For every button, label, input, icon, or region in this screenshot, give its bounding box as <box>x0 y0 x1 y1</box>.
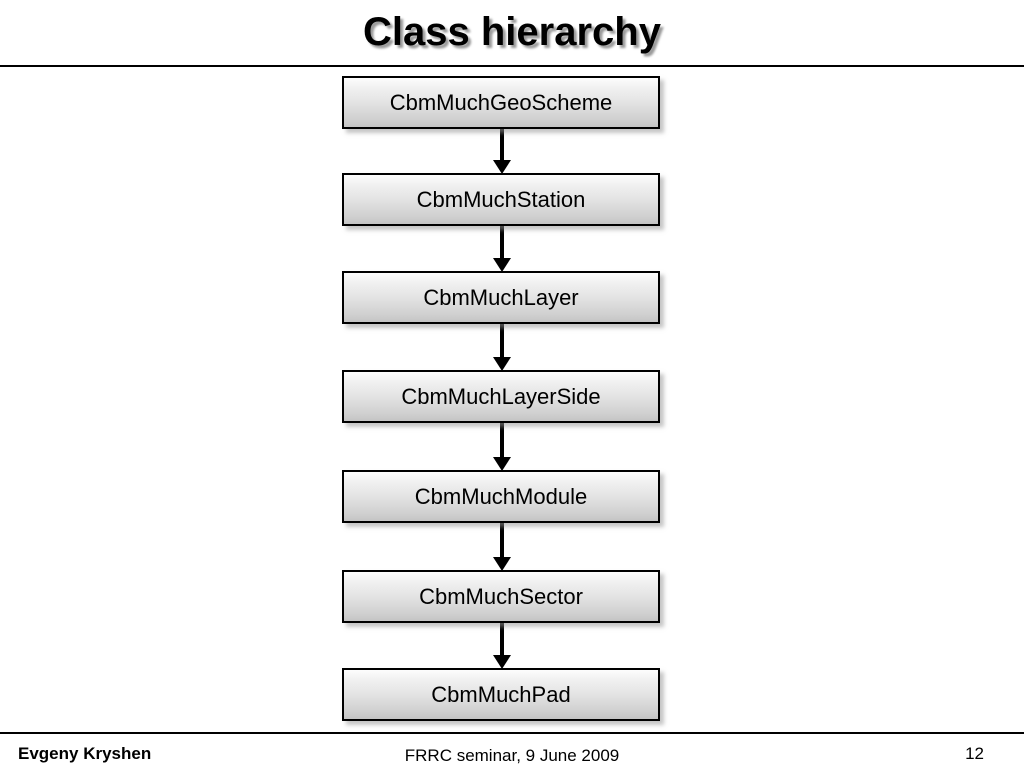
arrow-5 <box>493 523 511 571</box>
class-node-label: CbmMuchStation <box>416 186 586 212</box>
arrow-3 <box>493 324 511 371</box>
class-node[interactable]: CbmMuchSector <box>342 570 660 623</box>
class-node-label: CbmMuchLayer <box>423 284 579 310</box>
arrow-head-icon <box>493 457 511 471</box>
footer-page-number: 12 <box>965 744 984 763</box>
class-node[interactable]: CbmMuchGeoScheme <box>342 76 660 129</box>
arrow-6 <box>493 623 511 669</box>
arrow-1 <box>493 129 511 174</box>
class-node-label: CbmMuchLayerSide <box>401 383 601 409</box>
footer-author: Evgeny Kryshen <box>18 744 152 763</box>
title-divider <box>0 65 1024 67</box>
footer-divider <box>0 732 1024 734</box>
arrow-head-icon <box>493 557 511 571</box>
class-node[interactable]: CbmMuchPad <box>342 668 660 721</box>
class-node[interactable]: CbmMuchLayer <box>342 271 660 324</box>
arrow-4 <box>493 423 511 471</box>
arrow-shaft <box>500 226 504 259</box>
slide-footer: Evgeny Kryshen FRRC seminar, 9 June 2009… <box>0 740 1024 768</box>
arrow-head-icon <box>493 655 511 669</box>
class-node-label: CbmMuchSector <box>419 583 583 609</box>
arrow-head-icon <box>493 160 511 174</box>
arrow-shaft <box>500 623 504 656</box>
class-node-label: CbmMuchModule <box>414 483 588 509</box>
arrow-shaft <box>500 129 504 161</box>
arrow-2 <box>493 226 511 272</box>
class-node[interactable]: CbmMuchModule <box>342 470 660 523</box>
arrow-shaft <box>500 523 504 558</box>
page-title: Class hierarchy <box>363 10 661 54</box>
arrow-head-icon <box>493 258 511 272</box>
class-node[interactable]: CbmMuchStation <box>342 173 660 226</box>
arrow-head-icon <box>493 357 511 371</box>
class-node[interactable]: CbmMuchLayerSide <box>342 370 660 423</box>
footer-event: FRRC seminar, 9 June 2009 <box>404 746 620 765</box>
arrow-shaft <box>500 423 504 458</box>
class-node-label: CbmMuchGeoScheme <box>389 89 613 115</box>
arrow-shaft <box>500 324 504 358</box>
class-node-label: CbmMuchPad <box>431 681 571 707</box>
